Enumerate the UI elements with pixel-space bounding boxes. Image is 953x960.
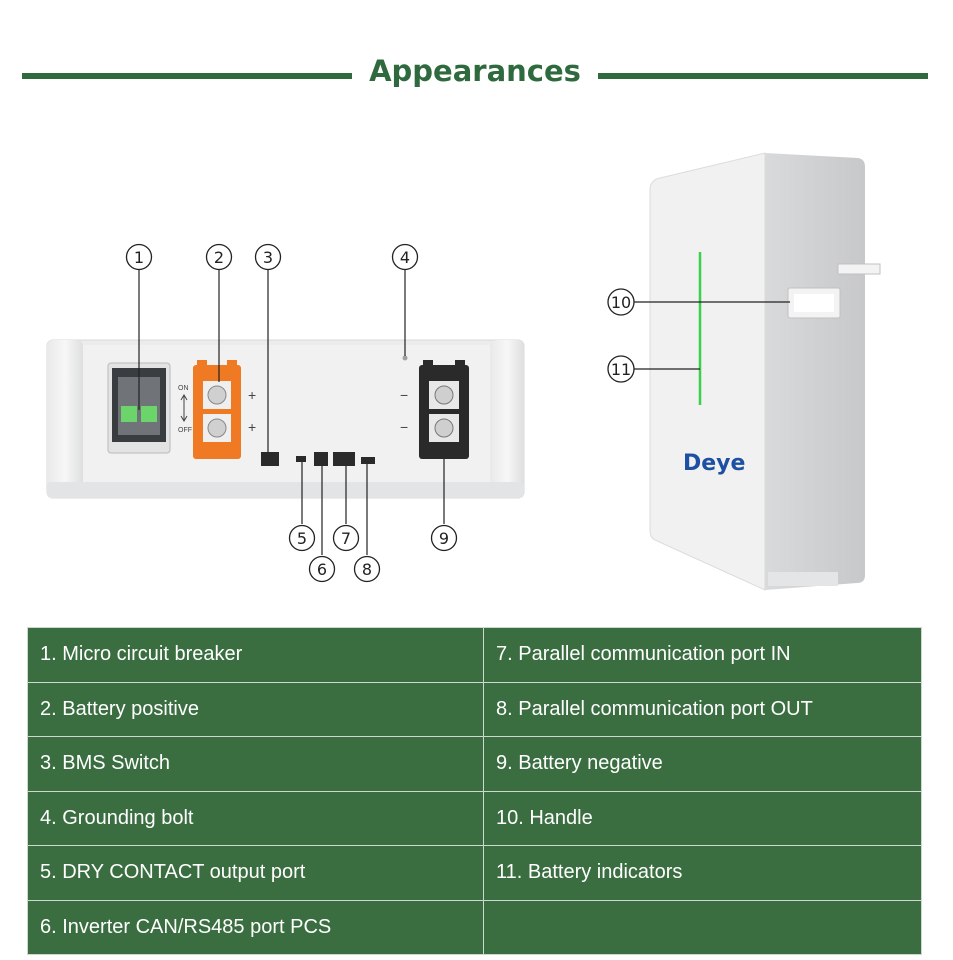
parallel-port-in [333,452,355,466]
pcs-port [314,452,328,466]
parallel-port-out [361,457,375,464]
bms-switch [261,452,279,466]
section-header: Appearances [0,52,953,98]
svg-text:11: 11 [611,360,631,379]
battery-side-view: Deye [649,152,881,591]
right-rack-ear [490,340,524,498]
plus-sign-bottom: + [248,419,256,435]
legend-table: 1. Micro circuit breaker 7. Parallel com… [27,627,922,955]
svg-text:1: 1 [134,248,144,267]
legend-item-7: 7. Parallel communication port IN [483,627,922,683]
side-callouts: 10 11 [607,288,635,383]
callout-2: 2 [205,243,233,271]
callout-9: 9 [430,524,458,552]
page-title: Appearances [369,54,581,88]
svg-text:5: 5 [297,529,307,548]
callout-11: 11 [607,355,635,383]
legend-item-5: 5. DRY CONTACT output port [27,845,484,901]
dry-contact-port [296,456,306,462]
minus-sign-top: − [400,387,408,403]
table-row: 3. BMS Switch 9. Battery negative [27,736,922,792]
svg-text:10: 10 [611,293,631,312]
legend-item-1: 1. Micro circuit breaker [27,627,484,683]
svg-text:6: 6 [317,560,327,579]
table-row: 6. Inverter CAN/RS485 port PCS [27,899,922,955]
left-rack-ear [47,340,83,498]
svg-text:3: 3 [263,248,273,267]
on-label: ON [178,385,189,392]
svg-text:7: 7 [341,529,351,548]
legend-item-8: 8. Parallel communication port OUT [483,681,922,737]
legend-item-empty [483,899,922,955]
minus-sign-bottom: − [400,419,408,435]
front-panel: ON OFF + + − − [46,339,525,499]
breaker-switch-right [141,406,157,422]
callout-8: 8 [353,555,381,583]
legend-item-3: 3. BMS Switch [27,736,484,792]
callout-3: 3 [254,243,282,271]
legend-item-6: 6. Inverter CAN/RS485 port PCS [27,899,484,955]
table-row: 5. DRY CONTACT output port 11. Battery i… [27,845,922,901]
svg-text:8: 8 [362,560,372,579]
battery-positive-terminal [193,360,241,459]
battery-negative-terminal [419,360,469,459]
legend-item-11: 11. Battery indicators [483,845,922,901]
mounting-bracket [837,263,881,275]
legend-item-4: 4. Grounding bolt [27,790,484,846]
callout-6: 6 [308,555,336,583]
header-rule-left [22,73,352,79]
callout-4: 4 [391,243,419,271]
battery-illustration: ON OFF + + − − [46,152,881,591]
legend-item-2: 2. Battery positive [27,681,484,737]
breaker-switch-left [121,406,137,422]
table-row: 1. Micro circuit breaker 7. Parallel com… [27,627,922,683]
front-callouts: 1 2 3 4 5 6 7 8 [125,243,458,583]
callout-7: 7 [332,524,360,552]
plus-sign-top: + [248,387,256,403]
side-leader-lines [634,301,790,370]
table-row: 4. Grounding bolt 10. Handle [27,790,922,846]
off-label: OFF [178,427,192,434]
table-row: 2. Battery positive 8. Parallel communic… [27,681,922,737]
legend-item-10: 10. Handle [483,790,922,846]
callout-5: 5 [288,524,316,552]
svg-text:4: 4 [400,248,410,267]
header-rule-right [598,73,928,79]
svg-text:9: 9 [439,529,449,548]
grounding-bolt [402,355,408,361]
callout-10: 10 [607,288,635,316]
callout-1: 1 [125,243,153,271]
front-leader-lines [138,270,445,555]
legend-item-9: 9. Battery negative [483,736,922,792]
svg-text:2: 2 [214,248,224,267]
deye-logo: Deye [683,451,745,476]
